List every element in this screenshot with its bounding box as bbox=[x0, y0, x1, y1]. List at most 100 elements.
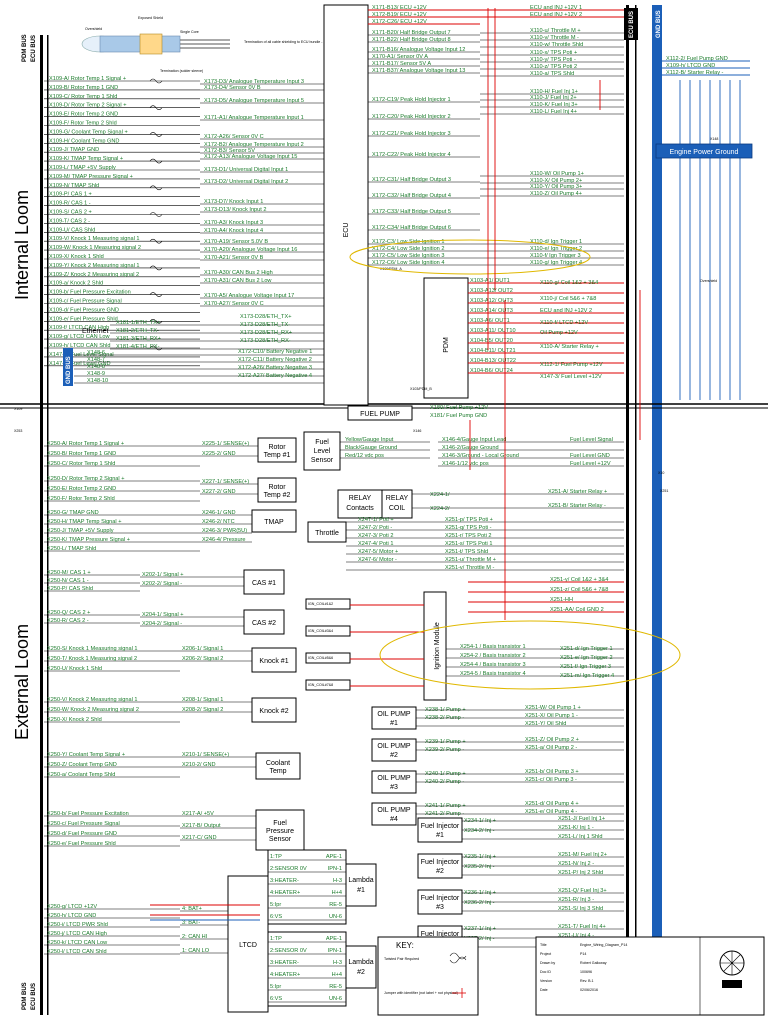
component-left-pin: X250-g/ LTCD +12V bbox=[47, 904, 97, 910]
fuel-injector-right-pin: X251-T/ Fuel Inj 4+ bbox=[558, 924, 606, 930]
ignition-basis-pin: X254-4 / Basis transistor 3 bbox=[460, 662, 526, 668]
far-right-pin: X110-z/ TPS Poti 2 bbox=[530, 64, 577, 70]
ethernet-pin-left: X181-4/ETH_RX- bbox=[116, 344, 160, 350]
component-right-pin: X217-A/ +5V bbox=[182, 811, 214, 817]
ecu-left-pin: X109-a/ Knock 2 Shld bbox=[49, 281, 103, 287]
relay-coil-label: RELAY bbox=[386, 495, 409, 502]
oil-pump-right-pin: X251-Z/ Oil Pump 2 + bbox=[525, 737, 579, 743]
ecu-block: ECU bbox=[323, 4, 369, 406]
title-block-label: Drawn by bbox=[540, 961, 555, 965]
ethernet-pin-right: X173-D28/ETH_TX+ bbox=[240, 314, 291, 320]
trunk-wiring bbox=[150, 8, 641, 921]
pdm-bus-label-bottom: PDM BUS bbox=[22, 982, 28, 1010]
ecu-left-pin: X109-W/ Knock 1 Measuring signal 2 bbox=[49, 245, 141, 251]
component-left-pin: X250-a/ Coolant Temp Shld bbox=[47, 772, 115, 778]
ecu-mid-pin: X170-A20/ Analogue Voltage Input 16 bbox=[204, 247, 297, 253]
pdm-pin: X103-A14/ OUT3 bbox=[470, 308, 513, 314]
ecu-right-pin: X171-B13/ ECU +12V bbox=[372, 5, 427, 11]
ecu-left-pin: X109-H/ Coolant Temp GND bbox=[49, 138, 119, 144]
pdm-right-pin: X147-3/ Fuel Level +12V bbox=[540, 374, 602, 380]
component-left-pin: X250-U/ Knock 1 Shld bbox=[47, 666, 102, 672]
x103-pdm-label: X103/PDM_B bbox=[410, 387, 432, 391]
ecu-mid-pin: X173-D3/ Analogue Temperature Input 3 bbox=[204, 79, 304, 85]
component-left-pin: X250-e/ Fuel Pressure Shld bbox=[47, 841, 116, 847]
gnd-bus-pins: GND BUS X148-6X148-7X148-8X148-9X148-10X… bbox=[63, 348, 324, 386]
fuel-injector-label: #3 bbox=[436, 904, 444, 911]
ecu-right-pin: X171-B37/ Analogue Voltage Input 13 bbox=[372, 68, 465, 74]
lambda-pin: 6:VS bbox=[270, 914, 282, 920]
gnd-pin: X148-10 bbox=[87, 378, 108, 384]
title-block-label: Project bbox=[540, 952, 551, 956]
pdm-right-pin: X110-j/ Coil 5&6 + 7&8 bbox=[540, 296, 596, 302]
far-right-pin: X110-Y/ Oil Pump 3+ bbox=[530, 184, 582, 190]
pdm-pin: X104-B11/ OUT21 bbox=[470, 348, 516, 354]
throttle-right-pin: X251-t/ TPS Shld bbox=[445, 549, 488, 555]
pdm-right-pin: X112-1/ Fuel Pump +12V bbox=[540, 362, 603, 368]
component-left-pin: X250-c/ Fuel Pressure Signal bbox=[47, 821, 120, 827]
component-right-pin: X206-1/ Signal 1 bbox=[182, 646, 223, 652]
lambda-pin: 3:HEATER- bbox=[270, 878, 299, 884]
ecu-mid-pin: X170-A30/ CAN Bus 2 High bbox=[204, 270, 273, 276]
ecu-left-pin: X109-f/ LTCD CAN High bbox=[49, 325, 109, 331]
fuel-level-far-pin: Fuel Level +12V bbox=[570, 461, 611, 467]
component-left-pin: X250-D/ Rotor Temp 2 Signal + bbox=[47, 476, 124, 482]
ethernet-pin-right: X173-D28/ETH_RX+ bbox=[240, 330, 292, 336]
gnd-bus-label-small: GND BUS bbox=[66, 356, 72, 384]
ecu-mid-pins: X173-D3/ Analogue Temperature Input 3 X17… bbox=[200, 79, 324, 307]
ecu-bus-label-right: ECU BUS bbox=[629, 11, 635, 38]
ecu-left-pin: X109-h/ LTCD CAN Shld bbox=[49, 343, 110, 349]
fuel-level-right-pin: X146-3/Ground - Local Ground bbox=[442, 453, 519, 459]
gnd-pin: X148-9 bbox=[87, 371, 105, 377]
ecu-left-pin: X109-G/ Coolant Temp Signal + bbox=[49, 129, 128, 135]
fuel-level-right-pin: X146-1/12 vdc pos bbox=[442, 461, 489, 467]
fuel-injector-right-pin: X251-N/ Inj 2 - bbox=[558, 861, 594, 867]
far-right-pin: X110-v/ Throttle M - bbox=[530, 35, 579, 41]
fuel-injector-right-pin: X251-P/ Inj 2 Shld bbox=[558, 870, 603, 876]
pdm-right-pin: X110-f/ LTCD +12V bbox=[540, 320, 588, 326]
component-right-pin: X225-2/ GND bbox=[202, 451, 236, 457]
fuel-level-sensor-label: Fuel bbox=[315, 439, 329, 446]
component-right-pin: X208-2/ Signal 2 bbox=[182, 707, 223, 713]
ecu-mid-pin: X170-A19/ Sensor 5.0V B bbox=[204, 239, 268, 245]
ignition-trigger-pin: X251-d/ Ign Trigger 1 bbox=[560, 646, 613, 652]
fuel-injector-pin: X237-2/ Inj - bbox=[464, 936, 495, 942]
oil-pump-right-pin: X251-a/ Oil Pump 2 - bbox=[525, 745, 577, 751]
pdm-pin: X104-B13/ OUT22 bbox=[470, 358, 516, 364]
key-box: KEY: Twisted Pair Required Jumper with i… bbox=[377, 936, 479, 1016]
oil-pump-right-pin: X251-d/ Oil Pump 4 + bbox=[525, 801, 579, 807]
title-block-value: P14 bbox=[580, 952, 586, 956]
x109-label: X109 bbox=[14, 407, 22, 411]
ecu-left-pin: X109-V/ Knock 1 Measuring signal 1 bbox=[49, 236, 139, 242]
far-right-pin: X110-y/ TPS Poti - bbox=[530, 57, 576, 63]
ignition-coil-pin: X251-z/ Coil 5&6 + 7&8 bbox=[550, 587, 608, 593]
ecu-right-pin: X172-B19/ ECU +12V bbox=[372, 12, 427, 18]
ecu-left-pin: X109-c/ Fuel Pressure Signal bbox=[49, 299, 122, 305]
far-right-pin: X110-J/ Fuel Inj 2+ bbox=[530, 95, 577, 101]
ecu-left-pin: X109-L/ TMAP +5V Supply bbox=[49, 165, 116, 171]
far-right-pin: X110-L/ Fuel Inj 4+ bbox=[530, 109, 577, 115]
fuel-injector-label: Fuel Injector bbox=[421, 895, 460, 902]
ecu-left-pin: X109-U/ CAS Shld bbox=[49, 227, 95, 233]
fuel-level-sensor-label: Level bbox=[314, 448, 331, 455]
x148-connector: X148 bbox=[710, 137, 718, 141]
component-left-pin: X250-V/ Knock 2 Measuring signal 1 bbox=[47, 697, 137, 703]
shield-label-single: Single Core bbox=[180, 30, 199, 34]
oil-pump-right-pin: X251-X/ Oil Pump 1 - bbox=[525, 713, 578, 719]
ecu-right-pin: X171-B16/ Analogue Voltage Input 12 bbox=[372, 47, 465, 53]
lambda-pin: 3:HEATER- bbox=[270, 960, 299, 966]
lambda-right-pin: APE-1 bbox=[326, 854, 342, 860]
fuel-level-right-pin: X146-4/Gauge Input Lead bbox=[442, 437, 506, 443]
component-left-pin: X250-i/ LTCD PWR Shld bbox=[47, 922, 108, 928]
ecu-left-pin: X109-R/ CAS 1 - bbox=[49, 201, 91, 207]
throttle-right-pin: X251-u/ Throttle M + bbox=[445, 557, 496, 563]
knock-1-label: Knock #1 bbox=[259, 658, 288, 665]
pdm-pin: X103-A12/ OUT3 bbox=[470, 298, 513, 304]
ecu-right-pin: X172-C34/ Half Bridge Output 6 bbox=[372, 225, 451, 231]
